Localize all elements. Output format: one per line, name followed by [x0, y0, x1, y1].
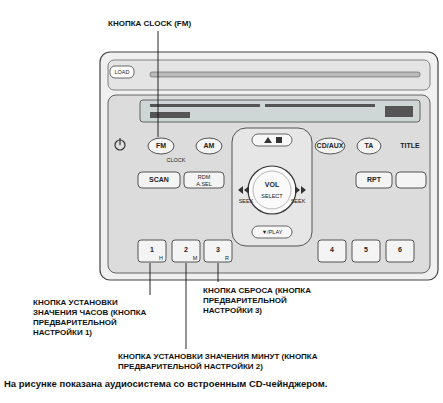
button-legend: 2	[184, 247, 188, 253]
unit-housing	[100, 52, 438, 280]
button-legend: SEEK	[291, 198, 306, 204]
button-legend: 1	[150, 247, 154, 253]
button-legend: 6	[398, 247, 402, 253]
display	[140, 100, 420, 122]
load-button	[110, 66, 134, 78]
button-legend: FM	[156, 143, 166, 149]
button-legend: M	[193, 255, 198, 261]
button-legend: A.SEL	[196, 181, 212, 187]
volume-knob	[248, 166, 296, 214]
disc-slot-panel	[108, 60, 430, 90]
eject-button	[252, 134, 292, 146]
callout-label: КНОПКА СБРОСА (КНОПКА ПРЕДВАРИТЕЛЬНОЙ НА…	[203, 286, 315, 316]
button-legend: 4	[330, 247, 334, 253]
button-legend: SELECT	[261, 193, 282, 199]
button-legend: TITLE	[400, 143, 419, 149]
callout-label: КНОПКА CLOCK (FM)	[108, 19, 248, 29]
button-legend: SCAN	[149, 177, 169, 183]
button-legend: ▼/PLAY	[262, 229, 283, 235]
button-legend: RPT	[367, 177, 381, 183]
button-legend: R	[225, 255, 229, 261]
button-legend: TA	[365, 143, 374, 149]
callout-label: КНОПКА УСТАНОВКИ ЗНАЧЕНИЯ ЧАСОВ (КНОПКА …	[33, 298, 151, 338]
button-legend: CD/AUX	[317, 143, 344, 149]
button-legend: AM	[204, 143, 215, 149]
disc-slot	[150, 72, 420, 77]
preset-buttons	[138, 240, 414, 262]
button-legend: SEEK	[239, 198, 254, 204]
play-button	[252, 226, 292, 238]
button-legend: 5	[364, 247, 368, 253]
caption: На рисунке показана аудиосистема со встр…	[4, 378, 439, 389]
button-legend: 3	[216, 247, 220, 253]
button-legend: LOAD	[115, 69, 130, 75]
button-legend: RDM	[198, 174, 211, 180]
callout-label: КНОПКА УСТАНОВКИ ЗНАЧЕНИЯ МИНУТ (КНОПКА …	[118, 352, 343, 372]
button-legend: VOL	[265, 182, 279, 188]
display-segments	[150, 104, 413, 118]
button-legend: H	[159, 255, 163, 261]
button-legend: CLOCK	[167, 157, 186, 163]
front-face	[108, 95, 430, 273]
control-cluster	[232, 128, 312, 246]
